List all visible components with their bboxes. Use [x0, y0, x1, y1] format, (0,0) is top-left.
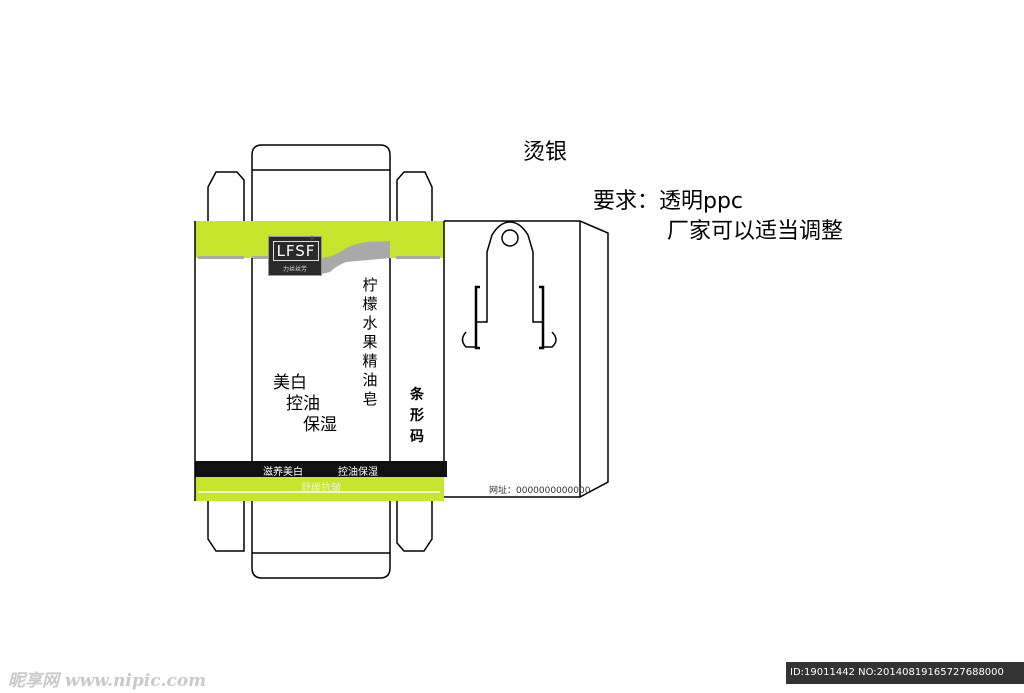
logo-registered-mark: ®: [309, 235, 315, 242]
claim-moisturize: 保湿: [303, 415, 337, 435]
requirement-detail: 厂家可以适当调整: [667, 219, 844, 244]
band-text-left: 滋养美白: [263, 467, 303, 478]
hanger-tab-left: [461, 290, 477, 348]
brand-logo: LFSF 力丝丝芳: [268, 236, 322, 276]
claim-oil-control: 控油: [286, 394, 320, 414]
watermark-id: ID:19011442 NO:20140819165727688000: [786, 662, 1024, 684]
logo-subtitle: 力丝丝芳: [282, 266, 307, 273]
band-text-bottom: 舒缓抗皱: [301, 483, 341, 494]
lime-band-bottom: [195, 477, 444, 501]
hot-stamp-note: 烫银: [523, 140, 568, 165]
left-side-panel-outline: [194, 171, 245, 552]
black-band: [195, 461, 447, 477]
back-panel-outline: [444, 220, 609, 498]
gray-line-left: [198, 256, 244, 259]
bracket-right: [539, 285, 545, 350]
watermark-logo: 昵享网 www.nipic.com: [0, 660, 230, 693]
hanger-hole: [501, 229, 519, 247]
band-text-right: 控油保湿: [338, 467, 378, 478]
watermark-site: 昵享网 www.nipic.com: [8, 671, 207, 691]
right-side-panel-outline: [396, 171, 445, 552]
product-name-vertical: 柠檬水果精油皂: [362, 276, 378, 408]
hanger-hook: [476, 221, 543, 323]
requirement-label: 要求：透明ppc: [593, 189, 744, 214]
front-panel-outline: [251, 144, 391, 579]
logo-letters: LFSF: [273, 241, 319, 261]
gray-line-right: [396, 256, 440, 259]
gray-swoosh: [252, 241, 390, 274]
gray-line-front: [252, 256, 268, 259]
hanger-tab-right: [542, 290, 557, 348]
website-line: 网址：0000000000000: [489, 486, 591, 496]
claim-whitening: 美白: [273, 373, 307, 393]
bracket-left: [474, 285, 480, 350]
barcode-label: 条形码: [410, 387, 424, 445]
